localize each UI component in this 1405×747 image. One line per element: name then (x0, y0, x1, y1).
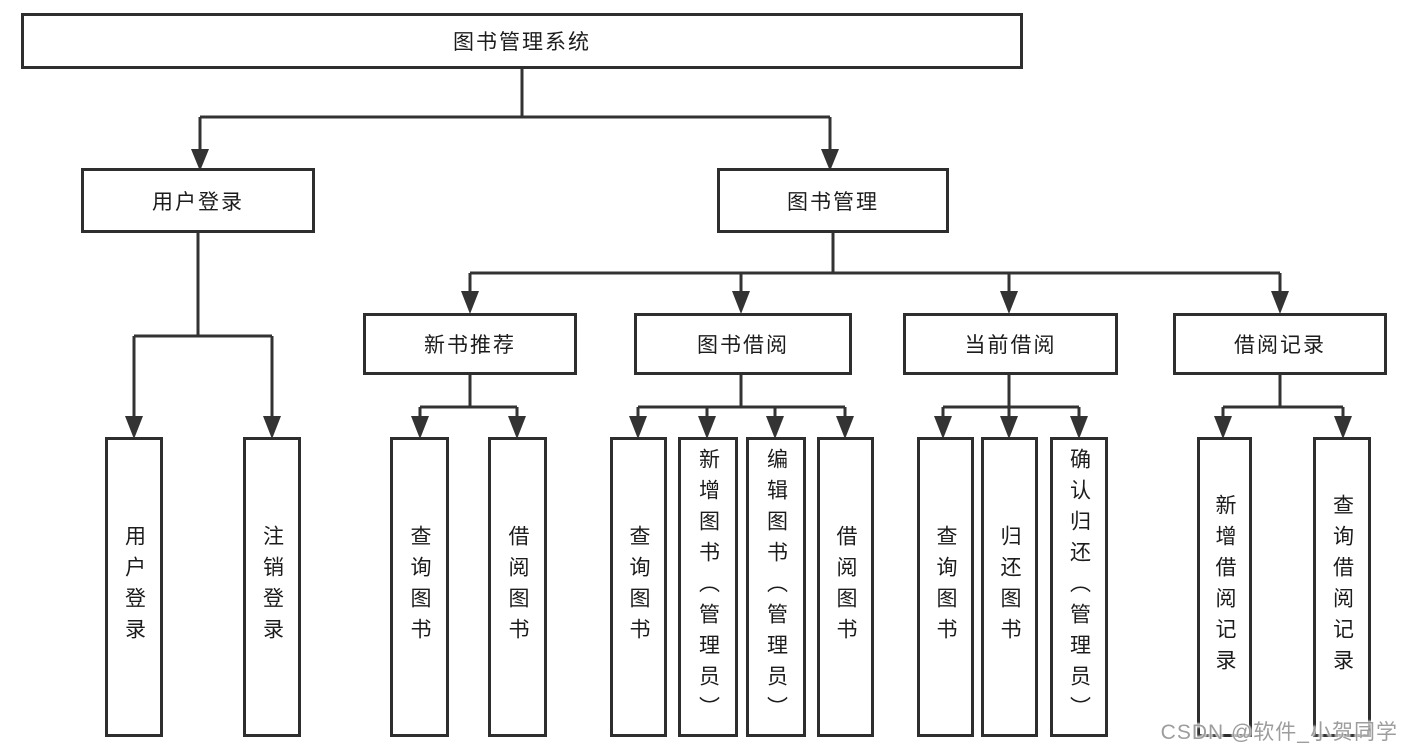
arrowhead-icon (934, 416, 952, 439)
leaf-borrow-borrow-books-label: 借阅图书 (834, 525, 857, 649)
leaf-current-return-books-label: 归还图书 (998, 525, 1021, 649)
node-root-label: 图书管理系统 (453, 31, 591, 54)
node-borrow-records: 借阅记录 (1173, 313, 1387, 375)
node-current-borrow-label: 当前借阅 (964, 334, 1057, 357)
arrowhead-icon (629, 416, 647, 439)
leaf-borrow-add-books: 新增图书（管理员） (678, 437, 738, 737)
leaf-recommend-borrow-books-label: 借阅图书 (506, 525, 529, 649)
node-borrow-records-label: 借阅记录 (1234, 334, 1326, 357)
edge-borrow-to-leaves (629, 375, 854, 439)
leaf-recommend-query-books-label: 查询图书 (408, 525, 431, 649)
arrowhead-icon (836, 416, 854, 439)
leaf-current-return-books: 归还图书 (981, 437, 1038, 737)
leaf-logout-label: 注销登录 (260, 525, 284, 649)
edge-user-login-to-leaves (125, 233, 281, 439)
leaf-records-query-record: 查询借阅记录 (1313, 437, 1371, 737)
arrowhead-icon (461, 291, 479, 314)
arrowhead-icon (1000, 416, 1018, 439)
arrowhead-icon (732, 291, 750, 314)
node-current-borrow: 当前借阅 (903, 313, 1118, 375)
node-user-login-branch: 用户登录 (81, 168, 315, 233)
arrowhead-icon (766, 416, 784, 439)
edge-current-to-leaves (934, 375, 1088, 439)
arrowhead-icon (1334, 416, 1352, 439)
leaf-logout: 注销登录 (243, 437, 301, 737)
edge-book-management-to-level3 (461, 233, 1289, 314)
arrowhead-icon (411, 416, 429, 439)
node-book-management: 图书管理 (717, 168, 949, 233)
leaf-current-confirm-return-label: 确认归还（管理员） (1067, 447, 1091, 727)
node-book-management-label: 图书管理 (787, 190, 879, 214)
arrowhead-icon (263, 416, 281, 439)
node-new-book-recommend-label: 新书推荐 (424, 334, 516, 357)
arrowhead-icon (1214, 416, 1232, 439)
node-book-borrow: 图书借阅 (634, 313, 852, 375)
node-root-system: 图书管理系统 (21, 13, 1023, 69)
edge-root-to-level2 (191, 69, 839, 171)
leaf-borrow-edit-books: 编辑图书（管理员） (746, 437, 806, 737)
arrowhead-icon (191, 149, 209, 171)
leaf-current-query-books-label: 查询图书 (934, 525, 957, 649)
edge-records-to-leaves (1214, 375, 1352, 439)
edge-recommend-to-leaves (411, 375, 526, 439)
node-book-borrow-label: 图书借阅 (697, 334, 789, 357)
node-user-login-branch-label: 用户登录 (152, 190, 244, 214)
leaf-records-add-record: 新增借阅记录 (1197, 437, 1252, 737)
arrowhead-icon (1271, 291, 1289, 314)
leaf-current-query-books: 查询图书 (917, 437, 974, 737)
leaf-records-add-record-label: 新增借阅记录 (1213, 494, 1236, 680)
leaf-records-query-record-label: 查询借阅记录 (1330, 494, 1354, 680)
leaf-recommend-query-books: 查询图书 (390, 437, 449, 737)
leaf-recommend-borrow-books: 借阅图书 (488, 437, 547, 737)
arrowhead-icon (821, 149, 839, 171)
leaf-borrow-query-books: 查询图书 (610, 437, 667, 737)
arrowhead-icon (508, 416, 526, 439)
leaf-user-login: 用户登录 (105, 437, 163, 737)
watermark: CSDN @软件_小贺同学 (1160, 721, 1398, 744)
leaf-borrow-borrow-books: 借阅图书 (817, 437, 874, 737)
leaf-borrow-add-books-label: 新增图书（管理员） (696, 447, 720, 727)
arrowhead-icon (1000, 291, 1018, 314)
arrowhead-icon (1070, 416, 1088, 439)
node-new-book-recommend: 新书推荐 (363, 313, 577, 375)
arrowhead-icon (698, 416, 716, 439)
leaf-user-login-label: 用户登录 (122, 525, 146, 649)
arrowhead-icon (125, 416, 143, 439)
leaf-borrow-query-books-label: 查询图书 (627, 525, 650, 649)
leaf-current-confirm-return: 确认归还（管理员） (1050, 437, 1108, 737)
leaf-borrow-edit-books-label: 编辑图书（管理员） (764, 447, 788, 727)
